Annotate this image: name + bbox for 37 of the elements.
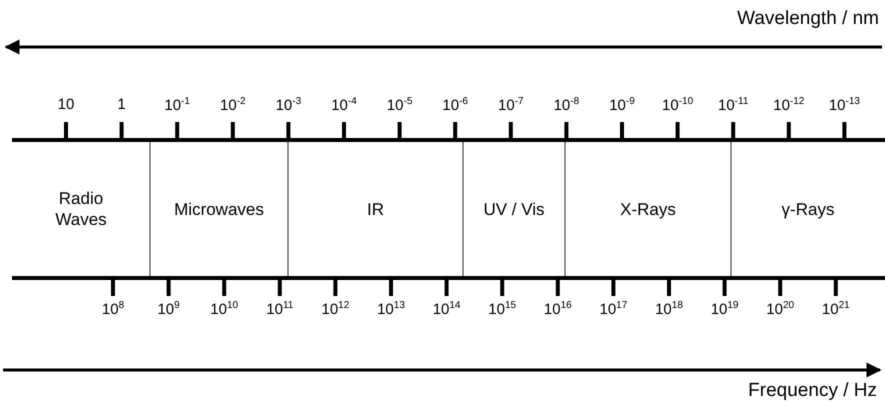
tick-label: 10$^{9}$	[157, 300, 180, 318]
tick-label: 10$^{20}$	[766, 300, 794, 318]
tick-label: 10$^{19}$	[710, 300, 738, 318]
tick-label: 10$^{-9}$	[609, 96, 635, 114]
tick-label: 10$^{16}$	[544, 300, 572, 318]
tick-label: 10$^{11}$	[266, 300, 294, 318]
spectrum-band-label: Radio Waves	[12, 142, 150, 276]
tick-label: 10	[58, 96, 74, 113]
tick-label: 10$^{-3}$	[276, 96, 302, 114]
tick-label: 10$^{-12}$	[773, 96, 804, 114]
tick-label: 10$^{-4}$	[331, 96, 357, 114]
tick-label: 10$^{-11}$	[718, 96, 748, 114]
tick-label: 10$^{-1}$	[164, 96, 190, 114]
spectrum-band-label: γ-Rays	[731, 142, 885, 276]
tick-label: 10$^{14}$	[432, 300, 460, 318]
spectrum-band-label: Microwaves	[150, 142, 288, 276]
tick-label: 10$^{10}$	[210, 300, 238, 318]
tick-label: 10$^{-13}$	[828, 96, 860, 114]
tick-label: 10$^{-10}$	[662, 96, 694, 114]
tick-label: 10$^{21}$	[822, 300, 850, 318]
tick-label: 10$^{13}$	[377, 300, 405, 318]
axis-title: Wavelength / nm	[737, 8, 879, 30]
spectrum-band-label: X-Rays	[565, 142, 731, 276]
tick-label: 10$^{12}$	[321, 300, 350, 318]
tick-label: 10$^{-5}$	[386, 96, 412, 114]
spectrum-band-label: UV / Vis	[463, 142, 565, 276]
tick-label: 10$^{-2}$	[220, 96, 246, 114]
tick-label: 10$^{15}$	[488, 300, 516, 318]
tick-label: 10$^{18}$	[655, 300, 683, 318]
tick-label: 10$^{8}$	[102, 300, 124, 318]
tick-label: 10$^{17}$	[599, 300, 628, 318]
axis-title: Frequency / Hz	[748, 380, 877, 402]
tick-label: 10$^{-7}$	[498, 96, 524, 114]
tick-label: 10$^{-8}$	[554, 96, 580, 114]
tick-label: 1	[117, 96, 126, 113]
tick-label: 10$^{-6}$	[442, 96, 468, 114]
spectrum-band-label: IR	[288, 142, 463, 276]
